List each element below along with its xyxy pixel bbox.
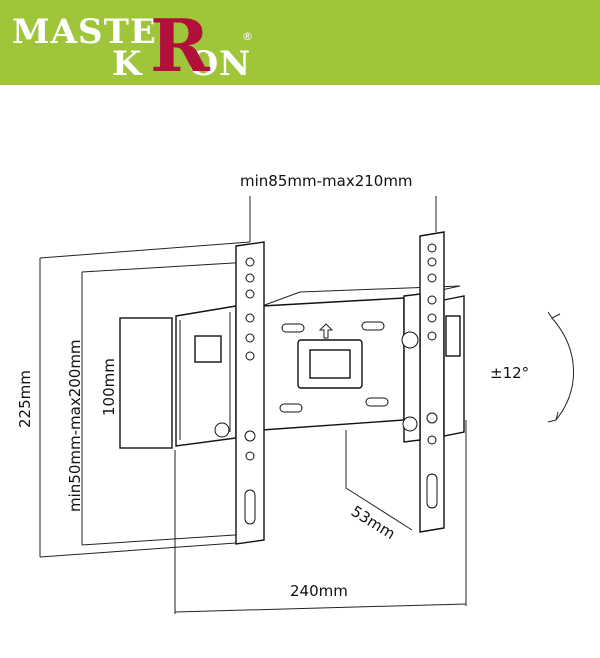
overall-height-label: 225mm — [16, 370, 34, 428]
logo-big-r: R — [150, 3, 210, 88]
logo-k: K — [112, 44, 143, 84]
depth-label: 53mm — [348, 502, 399, 543]
inner-height-label: 100mm — [100, 358, 118, 416]
tilt-label: ±12° — [490, 364, 529, 382]
dimension-lines — [39, 196, 467, 614]
brand-header: MASTE K ON R ® — [0, 0, 600, 85]
width-label: 240mm — [290, 582, 348, 600]
tilt-arrow-icon — [551, 317, 574, 421]
registered-mark: ® — [242, 30, 253, 43]
logo-text-line1: MASTE — [12, 12, 157, 52]
vesa-vertical-label: min50mm-max200mm — [66, 339, 84, 512]
logo-text-line2: K ON — [112, 44, 251, 84]
left-bracket — [175, 305, 237, 447]
left-arm — [235, 241, 265, 545]
mount-diagram: min85mm-max210mm ±12° 240mm 53mm 225mm m… — [16, 172, 574, 614]
spacer-block — [119, 317, 173, 449]
logo-on: ON — [188, 44, 252, 84]
right-arm — [419, 231, 445, 533]
up-arrow-icon — [318, 323, 334, 339]
vesa-horizontal-label: min85mm-max210mm — [240, 172, 413, 190]
right-bracket — [401, 293, 465, 443]
